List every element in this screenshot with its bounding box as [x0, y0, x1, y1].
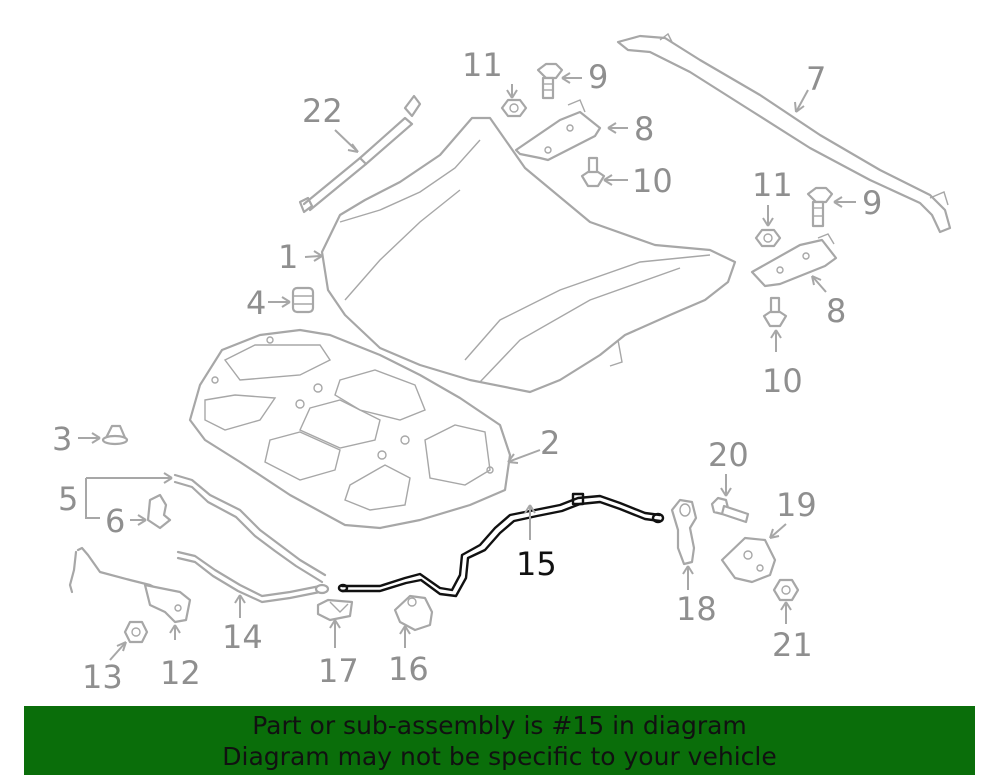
part-9-bolt-right: [806, 186, 834, 228]
part-20-bolt: [710, 496, 750, 524]
part-22-lift-support: [298, 94, 422, 214]
part-10-bolt-upper: [580, 156, 606, 188]
callout-19: 19: [776, 486, 817, 524]
callout-7: 7: [806, 60, 826, 98]
callout-11-right: 11: [752, 166, 793, 204]
part-12-latch-cable: [68, 546, 192, 624]
part-3-clip: [101, 424, 129, 446]
part-5-cable: [173, 473, 327, 584]
leader-lines: [78, 72, 856, 661]
callout-12: 12: [160, 654, 201, 692]
callout-10-upper: 10: [632, 162, 673, 200]
disclaimer-banner: Part or sub-assembly is #15 in diagram D…: [24, 706, 975, 775]
callout-9-upper: 9: [588, 58, 608, 96]
part-10-bolt-right: [762, 296, 788, 328]
callout-8-upper: 8: [634, 110, 654, 148]
part-16-clip: [393, 594, 434, 632]
callout-1: 1: [278, 238, 298, 276]
part-8-hinge-upper: [514, 99, 602, 162]
part-4-bumper: [291, 286, 315, 314]
banner-line-1: Part or sub-assembly is #15 in diagram: [252, 711, 747, 740]
part-18-lever: [670, 498, 698, 566]
callout-2: 2: [540, 424, 560, 462]
callout-11-upper: 11: [462, 46, 503, 84]
callout-21: 21: [772, 626, 813, 664]
part-15-release-cable: [337, 492, 665, 598]
part-19-latch: [720, 536, 777, 584]
callout-4: 4: [246, 284, 266, 322]
parts-diagram: 22 1 4 3 2 5 6 7 8 9 11 10 11 9 8 10 12 …: [52, 32, 952, 696]
callout-labels: 22 1 4 3 2 5 6 7 8 9 11 10 11 9 8 10 12 …: [52, 46, 882, 696]
banner-line-2: Diagram may not be specific to your vehi…: [222, 742, 777, 771]
callout-6: 6: [105, 502, 125, 540]
callout-22: 22: [302, 92, 343, 130]
part-14-cable: [176, 550, 330, 604]
callout-18: 18: [676, 590, 717, 628]
part-7-seal: [616, 32, 952, 234]
callout-10-right: 10: [762, 362, 803, 400]
callout-15: 15: [516, 545, 557, 583]
callout-20: 20: [708, 436, 749, 474]
callout-16: 16: [388, 650, 429, 688]
part-8-hinge-right: [750, 233, 838, 288]
part-21-nut: [772, 578, 800, 602]
part-11-nut-upper: [500, 98, 528, 118]
callout-8-right: 8: [826, 292, 846, 330]
callout-14: 14: [222, 618, 263, 656]
callout-9-right: 9: [862, 184, 882, 222]
callout-17: 17: [318, 652, 359, 690]
part-13-nut: [123, 620, 149, 644]
part-9-bolt-upper: [536, 62, 564, 100]
part-17-bracket: [316, 598, 354, 622]
part-1-hood: [320, 116, 737, 394]
callout-3: 3: [52, 420, 72, 458]
part-6-clip: [146, 493, 172, 530]
part-11-nut-right: [754, 228, 782, 248]
part-2-insulator: [188, 328, 512, 530]
callout-5: 5: [58, 480, 78, 518]
callout-13: 13: [82, 658, 123, 696]
